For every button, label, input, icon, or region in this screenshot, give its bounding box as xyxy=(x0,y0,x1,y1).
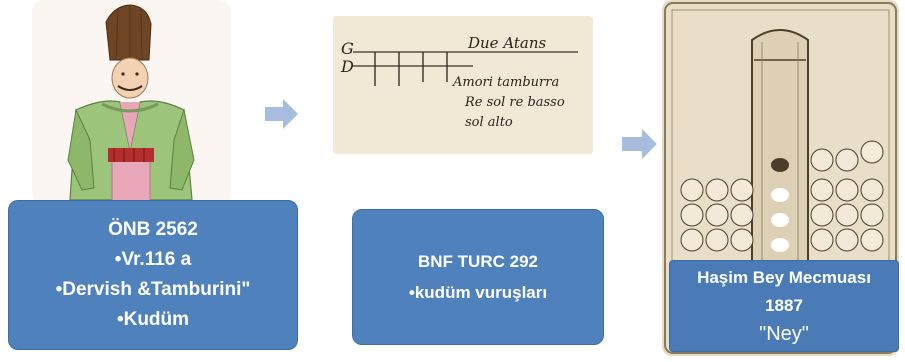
onb-2562-folio: •Vr.116 a xyxy=(114,249,192,270)
ms-line-1: Due Atans xyxy=(467,34,547,52)
arrow-2-icon xyxy=(622,129,657,159)
hasim-bey-title: Haşim Bey Mecmuası xyxy=(697,268,871,287)
bnf-turc-292-box: BNF TURC 292 •kudüm vuruşları xyxy=(352,209,604,345)
hasim-bey-box: Haşim Bey Mecmuası 1887 "Ney" xyxy=(669,260,899,352)
ms-letter-d: D xyxy=(340,57,354,76)
hasim-bey-year: 1887 xyxy=(765,296,803,315)
onb-2562-box: ÖNB 2562 •Vr.116 a •Dervish &Tamburini" … xyxy=(8,200,298,350)
ms-line-4: sol alto xyxy=(465,115,513,130)
onb-2562-caption: •Dervish &Tamburini" xyxy=(55,279,251,300)
onb-2562-title: ÖNB 2562 xyxy=(108,219,198,240)
ms-line-3: Re sol re basso xyxy=(464,95,565,110)
hasim-bey-ney-label: "Ney" xyxy=(759,323,809,345)
bnf-turc-292-subject: •kudüm vuruşları xyxy=(408,283,548,302)
bnf-turc-292-title: BNF TURC 292 xyxy=(418,252,538,271)
ms-letter-g: G xyxy=(341,39,354,58)
dervish-illustration xyxy=(32,0,231,205)
onb-2562-instrument: •Kudüm xyxy=(116,309,190,330)
manuscript-notation-image: G D Due Atans Amori tamburra Re sol re b… xyxy=(333,16,593,154)
arrow-1-icon xyxy=(265,99,298,129)
ms-line-2: Amori tamburra xyxy=(452,75,559,90)
